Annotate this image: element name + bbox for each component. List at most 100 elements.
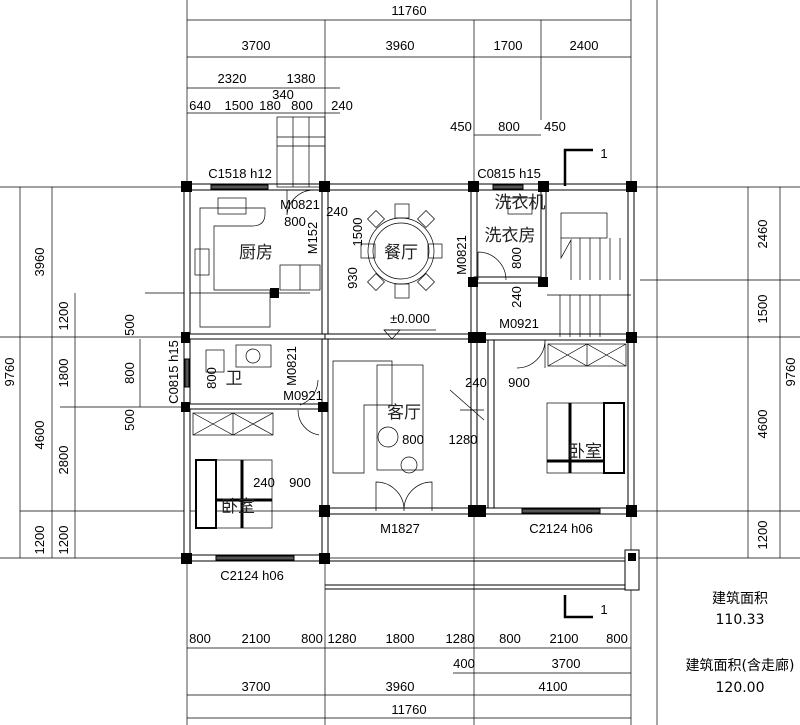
label-dimensions-inner-bedroom_l_240: 240 [253,475,275,490]
label-dimensions-top_row1-0: 3700 [242,38,271,53]
label-dimensions-left_col3-1: 1800 [56,359,71,388]
label-openings-bedroom_l_door: M0921 [283,388,323,403]
label-dimensions-right_col-1: 1500 [755,295,770,324]
label-dimensions-top_row1-2: 1700 [494,38,523,53]
room-laundry: 洗衣房 [485,226,536,246]
sink-icon [217,197,247,215]
label-dimensions-left_col3-2: 2800 [56,446,71,475]
label-dimensions-bottom_row1-6: 800 [499,631,521,646]
toilet-icon [205,349,225,373]
label-dimensions-bottom_row1-7: 2100 [550,631,579,646]
section-mark-top: 1 [600,146,607,161]
top-dimensions: 11760 3700 3960 1700 2400 2320 1380 340 … [189,3,598,134]
label-dimensions-bottom_row1-2: 800 [301,631,323,646]
label-dimensions-top_row1-3: 2400 [570,38,599,53]
label-dimensions-inner-bath_800: 800 [204,367,219,389]
label-dimensions-inner-laundry_240: 240 [509,286,524,308]
label-openings-bath_door: M0821 [284,346,299,386]
doors [286,189,546,512]
label-dimensions-left_col4-0: 500 [122,314,137,336]
label-dimensions-top_row2-0: 2320 [218,71,247,86]
room-dining: 餐厅 [384,243,418,263]
label-dimensions-inner-dining_930: 930 [345,267,360,289]
label-dimensions-bottom_total: 11760 [391,702,426,717]
label-dimensions-top_row1-1: 3960 [386,38,415,53]
label-dimensions-top_row3-3: 800 [291,98,313,113]
label-openings-bath_window: C0815 h15 [166,340,181,404]
furniture [192,197,627,529]
label-dimensions-top_row3-4: 240 [331,98,353,113]
label-openings-stair_door: M0921 [499,316,539,331]
label-dimensions-inner-dining_1500: 1500 [350,218,365,247]
label-dimensions-right_col-0: 2460 [755,220,770,249]
label-dimensions-bottom_row1-8: 800 [606,631,628,646]
label-dimensions-bottom_row3-0: 3700 [242,679,271,694]
label-dimensions-inner-bedroom_l_900: 900 [289,475,311,490]
label-dimensions-inner-bedroom_r_900: 900 [508,375,530,390]
columns [181,181,637,564]
label-dimensions-left_col4-2: 500 [122,409,137,431]
label-dimensions-inner-living_800: 800 [402,432,424,447]
label-dimensions-bottom_row1-1: 2100 [242,631,271,646]
label-dimensions-inner-bedroom_r_240: 240 [465,375,487,390]
label-dimensions-top_row3-1: 1500 [225,98,254,113]
label-dimensions-inner-kitchen_wall: 240 [326,204,348,219]
section-mark-bottom: 1 [600,602,607,617]
room-living: 客厅 [387,403,421,423]
section-markers: 1 1 [563,146,608,619]
label-dimensions-inner-laundry_800: 800 [509,247,524,269]
label-dimensions-bottom_row1-0: 800 [189,631,211,646]
label-dimensions-bottom_row3-1: 3960 [386,679,415,694]
label-dimensions-left_col3-0: 1200 [56,302,71,331]
label-dimensions-bottom_row1-5: 1280 [446,631,475,646]
inner-dimensions: 800 240 1500 930 800 240 800 240 900 240… [204,204,530,490]
left-dimensions: 9760 3960 4600 1200 1200 1800 2800 1200 … [2,248,137,555]
stove-icon [194,248,210,276]
label-dimensions-top_row2-1: 1380 [287,71,316,86]
area-label: 建筑面积 [712,591,768,607]
label-dimensions-right_col-3: 1200 [755,521,770,550]
label-dimensions-left_col4-1: 800 [122,362,137,384]
opening-labels: C1518 h12 C0815 h15 M0821 M152 M0821 M09… [166,166,593,583]
label-openings-kitchen_window: C1518 h12 [208,166,272,181]
label-dimensions-bottom_row3-2: 4100 [539,679,568,694]
label-dimensions-bottom_row1-3: 1280 [328,631,357,646]
label-openings-bedroom_r_window: C2124 h06 [529,521,593,536]
label-dimensions-top_row3-2: 180 [259,98,281,113]
label-dimensions-bottom_row1-4: 1800 [386,631,415,646]
label-openings-kitchen_slide: M152 [305,222,320,255]
label-dimensions-bottom_row2-0: 400 [453,656,475,671]
stairs[interactable] [276,116,631,337]
label-dimensions-top_row3-0: 640 [189,98,211,113]
room-kitchen: 厨房 [239,243,273,263]
label-openings-laundry_door: M0821 [454,235,469,275]
label-dimensions-top_340: 340 [272,87,294,102]
room-bedroom-left: 卧室 [221,497,255,517]
room-labels: 厨房 餐厅 洗衣房 洗衣机 卫 客厅 卧室 卧室 [221,193,602,517]
area-value: 110.33 [716,612,765,628]
label-dimensions-left_col2-2: 1200 [32,526,47,555]
area-summary: 建筑面积 110.33 建筑面积(含走廊) 120.00 [686,591,795,696]
label-openings-entry_door: M1827 [380,521,420,536]
washer [507,197,533,215]
right-dimensions: 2460 1500 4600 1200 9760 [755,220,798,550]
label-dimensions-inner-kitchen_door_w: 800 [284,214,306,229]
label-dimensions-left_outer: 9760 [2,358,17,387]
label-dimensions-right_col-2: 4600 [755,410,770,439]
elevation-label: ±0.000 [390,311,430,326]
area-corridor-value: 120.00 [716,680,765,696]
label-dimensions-inner-living_1280: 1280 [449,432,478,447]
label-dimensions-left_col2-1: 4600 [32,421,47,450]
sofa [332,360,393,474]
bottom-dimensions: 800 2100 800 1280 1800 1280 800 2100 800… [189,631,628,717]
label-dimensions-left_col3-3: 1200 [56,526,71,555]
label-dimensions-right_outer: 9760 [783,358,798,387]
windows [184,184,601,561]
label-dimensions-laundry_row-1: 800 [498,119,520,134]
room-bedroom-right: 卧室 [568,442,602,462]
label-dimensions-laundry_row-0: 450 [450,119,472,134]
label-dimensions-laundry_row-2: 450 [544,119,566,134]
washbasin-icon [235,344,272,368]
dining-chairs [360,203,443,299]
